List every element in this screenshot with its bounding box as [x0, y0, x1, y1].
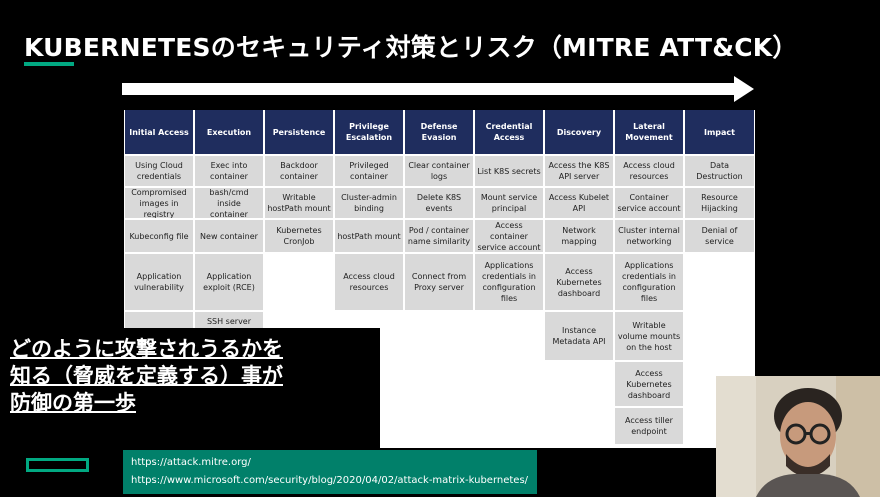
caption-line: 知る（脅威を定義する）事が — [10, 364, 283, 388]
slide-title: KUBERNETESのセキュリティ対策とリスク（MITRE ATT&CK） — [24, 33, 798, 62]
caption-line: どのように攻撃されうるかを — [10, 337, 283, 361]
matrix-cell: Container service account — [615, 188, 683, 218]
reference-links: https://attack.mitre.org/ https://www.mi… — [123, 450, 537, 494]
matrix-cell: Using Cloud credentials — [125, 156, 193, 186]
title-accent-bar — [24, 62, 74, 66]
brand-logo — [26, 458, 89, 472]
matrix-cell: Writable hostPath mount — [265, 188, 333, 218]
caption-line: 防御の第一歩 — [10, 391, 136, 415]
header-initial-access: Initial Access — [125, 110, 193, 154]
matrix-cell: Mount service principal — [475, 188, 543, 218]
matrix-cell: hostPath mount — [335, 220, 403, 252]
matrix-cell: Access the K8S API server — [545, 156, 613, 186]
matrix-cell: Access Kubernetes dashboard — [615, 362, 683, 406]
matrix-cell: Pod / container name similarity — [405, 220, 473, 252]
header-defense-evasion: Defense Evasion — [405, 110, 473, 154]
matrix-cell: Delete K8S events — [405, 188, 473, 218]
matrix-cell: Access Kubelet API — [545, 188, 613, 218]
link-mitre[interactable]: https://attack.mitre.org/ — [131, 457, 251, 468]
matrix-cell: Cluster-admin binding — [335, 188, 403, 218]
header-persistence: Persistence — [265, 110, 333, 154]
header-discovery: Discovery — [545, 110, 613, 154]
matrix-cell: SSH server — [195, 312, 263, 330]
matrix-cell: Exec into container — [195, 156, 263, 186]
matrix-cell: Data Destruction — [685, 156, 754, 186]
matrix-cell — [125, 312, 193, 330]
matrix-cell: New container — [195, 220, 263, 252]
matrix-cell: Connect from Proxy server — [405, 254, 473, 310]
matrix-cell: bash/cmd inside container — [195, 188, 263, 218]
link-microsoft-blog[interactable]: https://www.microsoft.com/security/blog/… — [131, 475, 529, 486]
matrix-cell: List K8S secrets — [475, 156, 543, 186]
matrix-cell: Writable volume mounts on the host — [615, 312, 683, 360]
header-execution: Execution — [195, 110, 263, 154]
matrix-cell: Kubeconfig file — [125, 220, 193, 252]
arrow-right-icon — [122, 76, 754, 102]
matrix-cell: Network mapping — [545, 220, 613, 252]
matrix-cell: Kubernetes CronJob — [265, 220, 333, 252]
matrix-cell: Backdoor container — [265, 156, 333, 186]
matrix-cell: Cluster internal networking — [615, 220, 683, 252]
matrix-cell: Clear container logs — [405, 156, 473, 186]
matrix-cell: Privileged container — [335, 156, 403, 186]
header-impact: Impact — [685, 110, 754, 154]
presenter-image — [716, 376, 880, 497]
matrix-cell: Resource Hijacking — [685, 188, 754, 218]
matrix-cell: Instance Metadata API — [545, 312, 613, 360]
matrix-cell: Application exploit (RCE) — [195, 254, 263, 310]
header-privilege-escalation: Privilege Escalation — [335, 110, 403, 154]
webcam-video — [716, 376, 880, 497]
matrix-cell: Access Kubernetes dashboard — [545, 254, 613, 310]
matrix-cell: Application vulnerability — [125, 254, 193, 310]
matrix-cell: Applications credentials in configuratio… — [475, 254, 543, 310]
caption-panel — [0, 328, 380, 448]
header-lateral-movement: Lateral Movement — [615, 110, 683, 154]
matrix-cell: Applications credentials in configuratio… — [615, 254, 683, 310]
matrix-cell: Access cloud resources — [615, 156, 683, 186]
matrix-cell: Access cloud resources — [335, 254, 403, 310]
matrix-cell: Compromised images in registry — [125, 188, 193, 218]
matrix-cell: Denial of service — [685, 220, 754, 252]
matrix-cell: Access tiller endpoint — [615, 408, 683, 444]
matrix-cell: Access container service account — [475, 220, 543, 252]
caption-text: どのように攻撃されうるかを 知る（脅威を定義する）事が 防御の第一歩 — [10, 336, 283, 417]
header-credential-access: Credential Access — [475, 110, 543, 154]
